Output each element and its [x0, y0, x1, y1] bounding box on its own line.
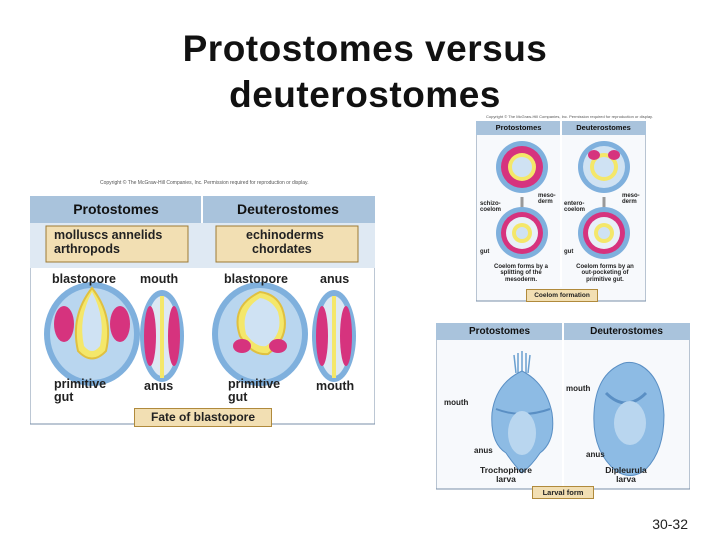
coelom-label-mesoderm-b: meso-derm: [622, 193, 640, 206]
label-anus-deut: anus: [320, 272, 350, 286]
slide-title: Protostomes versus deuterostomes: [120, 26, 610, 118]
coelom-label-schizocoelom: schizo-coelom: [480, 201, 502, 214]
coelom-figure-art: [476, 121, 646, 302]
copyright-left: Copyright © The McGraw-Hill Companies, I…: [100, 180, 309, 186]
label-anus-proto: anus: [144, 379, 174, 393]
left-header-deuterostomes: Deuterostomes: [237, 201, 339, 217]
coelom-header-protostomes: Protostomes: [495, 123, 542, 132]
protostome-embryo-side: [140, 290, 184, 382]
deut-example-line2: chordates: [252, 242, 312, 256]
figure-blastopore: Protostomes Deuterostomes molluscs annel…: [30, 196, 375, 427]
caption-coelom-formation: Coelom formation: [526, 289, 598, 302]
proto-example-line1: molluscs annelids: [54, 228, 163, 242]
larva-header-protostomes: Protostomes: [468, 326, 531, 337]
label-primitive-proto: primitive: [54, 377, 107, 391]
coelom-header-deuterostomes: Deuterostomes: [576, 123, 631, 132]
caption-fate-of-blastopore: Fate of blastopore: [134, 408, 272, 427]
title-line-2: deuterostomes: [229, 74, 501, 115]
larva-header-deuterostomes: Deuterostomes: [590, 326, 663, 337]
larva-label-mouth-b: mouth: [566, 384, 591, 393]
slide-number: 30-32: [652, 516, 688, 532]
coelom-label-mesoderm-a: meso-derm: [538, 193, 556, 206]
proto-example-line2: arthropods: [54, 242, 120, 256]
deut-example-line1: echinoderms: [246, 228, 324, 242]
deuterostome-embryo-side: [312, 290, 356, 382]
larva-label-anus-a: anus: [474, 446, 493, 455]
title-line-1: Protostomes versus: [182, 28, 548, 69]
left-header-protostomes: Protostomes: [73, 201, 159, 217]
coelom-label-gut-b: gut: [564, 249, 574, 255]
copyright-coelom: Copyright © The McGraw-Hill Companies, I…: [486, 114, 653, 119]
coelom-label-enterocoelom: entero-coelom: [564, 201, 586, 214]
larva-label-anus-b: anus: [586, 450, 605, 459]
caption-larval-form: Larval form: [532, 486, 594, 499]
label-mouth-deut: mouth: [316, 379, 355, 393]
dipleurula-larva: [593, 361, 665, 476]
label-blastopore-proto: blastopore: [52, 272, 116, 286]
trochophore-larva: [491, 351, 554, 474]
label-mouth-proto: mouth: [140, 272, 179, 286]
protostome-gastrula: [44, 282, 140, 386]
larva-label-mouth-a: mouth: [444, 398, 469, 407]
larva-figure-art: [436, 323, 690, 490]
coelom-label-gut-a: gut: [480, 249, 490, 255]
label-primitive-deut: primitive: [228, 377, 281, 391]
label-gut-proto: gut: [54, 390, 74, 404]
label-gut-deut: gut: [228, 390, 248, 404]
figure-coelom: Protostomes Deuterostomes meso-derm schi…: [476, 121, 646, 303]
label-blastopore-deut: blastopore: [224, 272, 288, 286]
blastopore-figure-art: [30, 196, 375, 425]
figure-larva: Protostomes Deuterostomes mouth anus mou…: [436, 323, 690, 499]
deuterostome-gastrula: [212, 282, 308, 386]
